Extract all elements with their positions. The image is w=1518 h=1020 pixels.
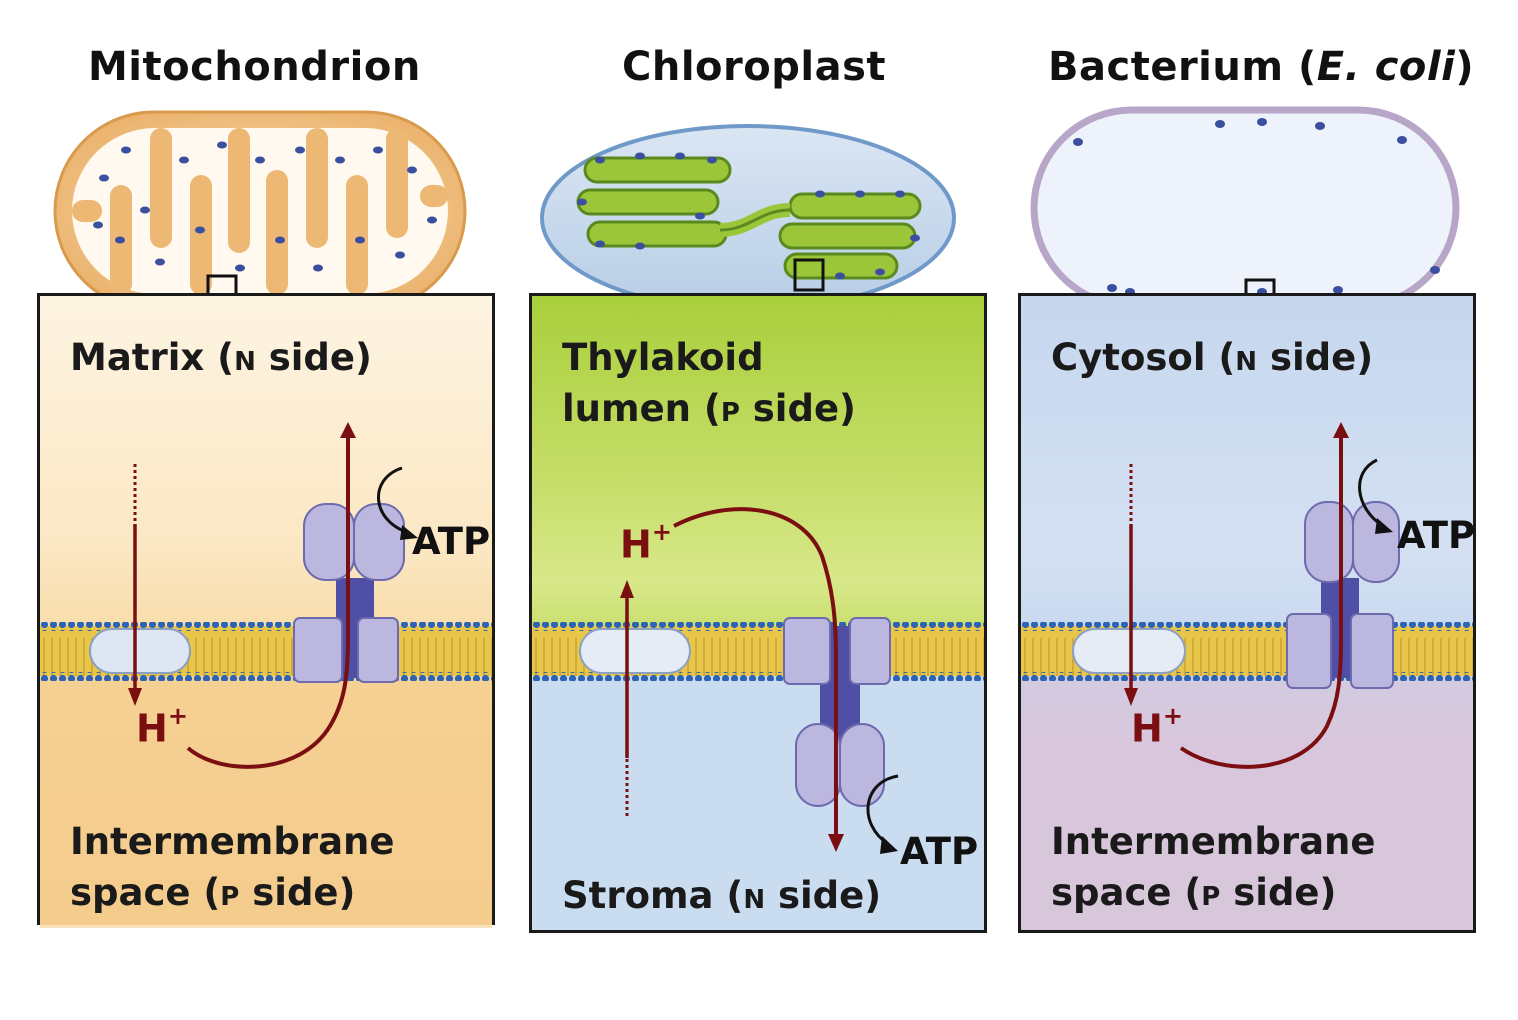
bact-bottom-label: Intermembrane space (P side) [1051,816,1375,918]
chloroplast-illustration [540,124,956,312]
chloro-membrane-diagram [532,507,984,930]
title-bacterium-suffix: ) [1455,44,1475,90]
chloro-atp-synthase [783,617,891,807]
chloro-bottom-text: Stroma ( [562,874,744,917]
chloro-proton-symbol: H [620,522,652,567]
mito-top-side-letter: N [234,347,256,377]
chloro-top-line2: lumen (P side) [562,383,856,434]
chloro-top-line1: Thylakoid [562,336,764,379]
title-bacterium-species: E. coli [1316,44,1456,90]
mito-proton-symbol: H [136,706,168,751]
bact-top-text: Cytosol ( [1051,336,1236,379]
mito-top-label: Matrix (N side) [70,332,372,383]
chloro-proton-charge: + [651,518,672,546]
mito-bottom-text: space ( [70,871,221,915]
organelle-illustrations [53,106,1460,312]
bact-bottom-text: space ( [1051,871,1202,915]
bact-bottom-line1: Intermembrane [1051,820,1376,863]
title-bacterium: Bacterium (E. coli) [1048,44,1474,90]
chloro-bottom-label: Stroma (N side) [562,870,881,921]
bact-proton-charge: + [1162,702,1183,730]
bact-top-side-letter: N [1235,347,1258,377]
mito-bottom-side-letter: P [220,882,240,913]
bacterium-illustration [1030,106,1460,312]
mito-membrane-diagram [40,422,492,928]
bact-proton-label: H+ [1131,702,1183,751]
chloro-top-side-letter: P [720,398,740,429]
bact-membrane-diagram [1021,422,1473,930]
chloro-top-text: lumen ( [562,387,721,431]
mito-atp-label: ATP [412,520,491,563]
chloro-bottom-side-letter: N [743,885,766,915]
mito-proton-charge: + [167,702,188,730]
mito-top-side-word: side) [255,336,372,379]
chloro-bottom-side-word: side) [765,874,882,917]
bact-bottom-side-letter: P [1201,882,1221,913]
bact-bottom-line2: space (P side) [1051,867,1375,918]
bact-top-side-word: side) [1257,336,1374,379]
panel-chloroplast: Thylakoid lumen (P side) H+ ATP Stroma (… [529,293,987,933]
panel-bacterium: Cytosol (N side) H+ ATP Intermembrane sp… [1018,293,1476,933]
mito-bottom-side-word: side) [239,871,356,915]
mito-bottom-line2: space (P side) [70,867,394,918]
mito-bottom-label: Intermembrane space (P side) [70,816,394,918]
chloro-top-label: Thylakoid lumen (P side) [562,332,856,434]
mito-top-text: Matrix ( [70,336,235,379]
chloro-atp-label: ATP [900,830,979,873]
bact-bottom-side-word: side) [1220,871,1337,915]
mito-proton-label: H+ [136,702,188,751]
bact-proton-symbol: H [1131,706,1163,751]
bact-top-label: Cytosol (N side) [1051,332,1373,383]
bact-atp-label: ATP [1397,514,1476,557]
panel-mitochondrion: Matrix (N side) H+ ATP Intermembrane spa… [37,293,495,928]
mitochondrion-illustration [53,110,467,312]
title-chloroplast: Chloroplast [622,44,886,90]
chloro-proton-label: H+ [620,518,672,567]
title-mitochondrion: Mitochondrion [88,44,421,90]
mito-bottom-line1: Intermembrane [70,820,395,863]
title-bacterium-prefix: Bacterium ( [1048,44,1317,90]
chloro-top-side-word: side) [739,387,856,431]
